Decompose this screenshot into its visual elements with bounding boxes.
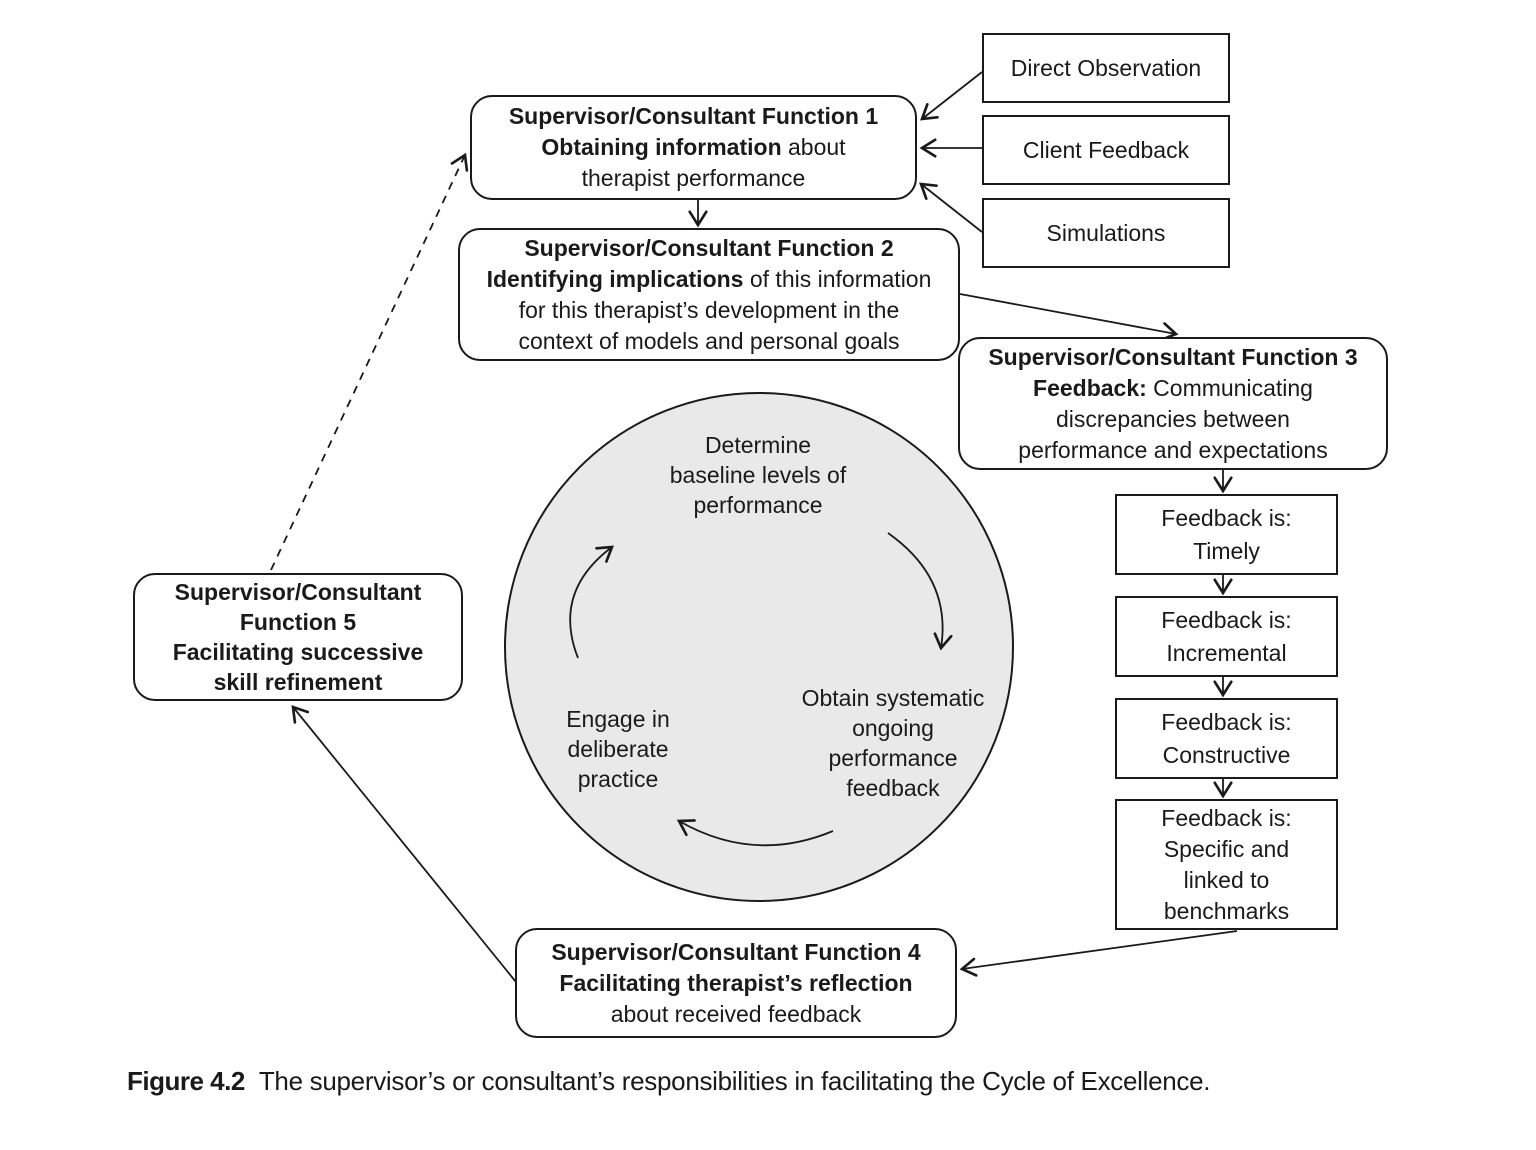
- cycle-step-determine-baseline: Determine baseline levels of performance: [669, 432, 847, 518]
- feedback-constructive-box: Feedback is: Constructive: [1115, 698, 1338, 779]
- function1-line3: therapist performance: [581, 165, 806, 191]
- figure-caption-text: The supervisor’s or consultant’s respons…: [258, 1066, 1211, 1096]
- function4-title: Supervisor/Consultant Function 4: [551, 938, 921, 965]
- direct-observation-label: Direct Observation: [1010, 54, 1202, 81]
- function3-line2: Feedback: Communicating: [1033, 374, 1313, 401]
- function3-line4: performance and expectations: [1018, 436, 1328, 463]
- function2-line2: Identifying implications of this informa…: [486, 265, 932, 292]
- feedback-constructive-line2: Constructive: [1162, 741, 1291, 768]
- feedback-specific-box: Feedback is: Specific and linked to benc…: [1115, 799, 1338, 930]
- arrow-direct-observation-to-function1: [920, 71, 983, 121]
- feedback-timely-line2: Timely: [1193, 537, 1260, 564]
- function1-title: Supervisor/Consultant Function 1: [508, 103, 879, 129]
- function5-line4: skill refinement: [213, 669, 383, 695]
- feedback-constructive-line1: Feedback is:: [1161, 708, 1292, 735]
- function3-box: Supervisor/Consultant Function 3 Feedbac…: [958, 337, 1388, 470]
- cycle-circle: [504, 392, 1014, 902]
- function2-line4: context of models and personal goals: [518, 327, 900, 354]
- arrow-simulations-to-function1: [919, 182, 983, 233]
- function5-line1: Supervisor/Consultant: [174, 579, 422, 605]
- feedback-specific-line2: Specific and: [1163, 835, 1290, 862]
- arrow-specific-to-function4: [959, 930, 1238, 977]
- feedback-incremental-line2: Incremental: [1166, 639, 1287, 666]
- client-feedback-box: Client Feedback: [982, 115, 1230, 185]
- function2-box: Supervisor/Consultant Function 2 Identif…: [458, 228, 960, 361]
- feedback-specific-line1: Feedback is:: [1161, 804, 1292, 831]
- cycle-step-deliberate-practice: Engage in deliberate practice: [566, 706, 670, 792]
- figure-caption-label: Figure 4.2: [127, 1066, 245, 1096]
- function1-line2: Obtaining information about: [541, 134, 846, 160]
- function3-title: Supervisor/Consultant Function 3: [988, 343, 1358, 370]
- function4-line2: Facilitating therapist’s reflection: [559, 969, 913, 996]
- arrow-function5-to-function1-dashed: [270, 152, 469, 571]
- feedback-incremental-box: Feedback is: Incremental: [1115, 596, 1338, 677]
- function4-line3: about received feedback: [610, 1000, 862, 1027]
- feedback-timely-line1: Feedback is:: [1161, 504, 1292, 531]
- arrow-function2-to-function3: [959, 293, 1179, 342]
- function5-box: Supervisor/Consultant Function 5 Facilit…: [133, 573, 463, 701]
- function1-box: Supervisor/Consultant Function 1 Obtaini…: [470, 95, 917, 200]
- feedback-specific-line4: benchmarks: [1163, 897, 1290, 924]
- cycle-arc-bottom: [676, 819, 834, 847]
- simulations-box: Simulations: [982, 198, 1230, 268]
- function3-line3: discrepancies between: [1056, 405, 1290, 432]
- cycle-arc-right: [887, 532, 953, 651]
- feedback-specific-line3: linked to: [1183, 866, 1270, 893]
- function2-line3: for this therapist’s development in the: [518, 296, 900, 323]
- feedback-timely-box: Feedback is: Timely: [1115, 494, 1338, 575]
- arrow-function4-to-function5: [291, 705, 517, 983]
- function4-box: Supervisor/Consultant Function 4 Facilit…: [515, 928, 957, 1038]
- direct-observation-box: Direct Observation: [982, 33, 1230, 103]
- cycle-step-obtain-feedback: Obtain systematic ongoing performance fe…: [801, 685, 985, 801]
- cycle-arc-left: [569, 545, 614, 659]
- client-feedback-label: Client Feedback: [1022, 136, 1190, 163]
- figure-caption: Figure 4.2 The supervisor’s or consultant…: [127, 1066, 1211, 1097]
- feedback-incremental-line1: Feedback is:: [1161, 606, 1292, 633]
- simulations-label: Simulations: [1046, 219, 1166, 246]
- function2-title: Supervisor/Consultant Function 2: [524, 234, 894, 261]
- function5-line2: Function 5: [239, 609, 357, 635]
- function5-line3: Facilitating successive: [172, 639, 424, 665]
